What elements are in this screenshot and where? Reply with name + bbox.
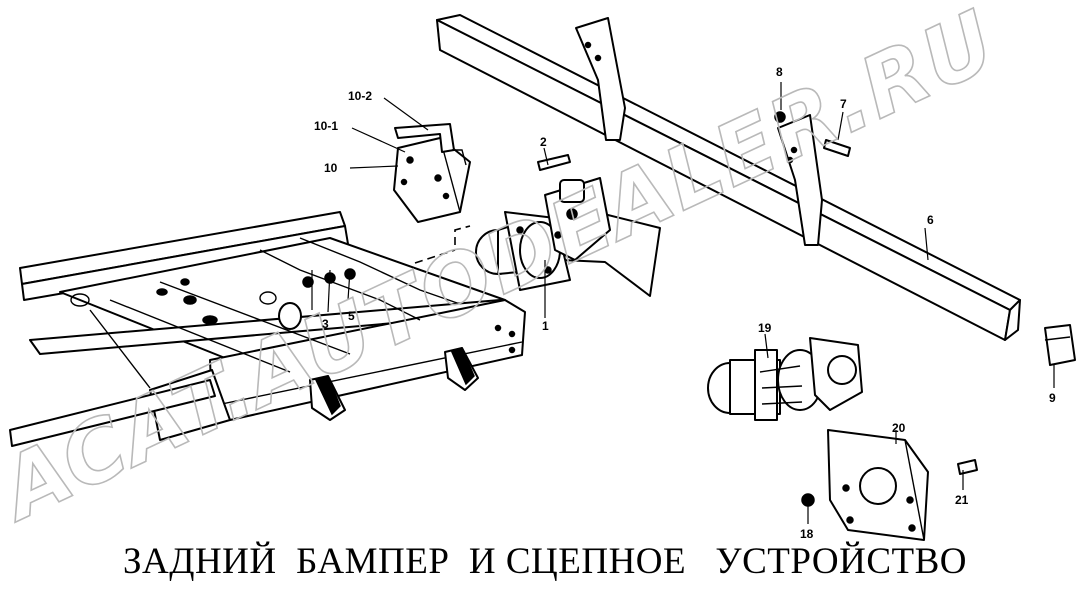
callout-2: 2 <box>540 135 547 149</box>
callout-10-2: 10-2 <box>348 89 372 103</box>
callout-1: 1 <box>542 319 549 333</box>
mounting-plate <box>827 429 929 541</box>
diagram-caption: ЗАДНИЙ БАМПЕР И СЦЕПНОЕ УСТРОЙСТВО <box>122 541 968 582</box>
callout-7: 7 <box>840 97 847 111</box>
callout-6: 6 <box>927 213 934 227</box>
callout-leaders <box>311 82 1055 524</box>
callout-20: 20 <box>892 421 906 435</box>
callout-3: 3 <box>322 317 329 331</box>
callout-10-1: 10-1 <box>314 119 338 133</box>
callout-8: 8 <box>776 65 783 79</box>
chassis-frame <box>9 211 526 447</box>
rear-bumper-beam <box>436 14 1021 341</box>
rope-hook-bracket <box>393 123 471 223</box>
callout-10: 10 <box>324 161 338 175</box>
rubber-bumper-pad <box>1044 324 1076 366</box>
callout-5: 5 <box>348 309 355 323</box>
callout-9: 9 <box>1049 391 1056 405</box>
callout-18: 18 <box>800 527 814 541</box>
towing-hitch-detail <box>707 337 863 421</box>
towing-hitch-assembly <box>414 177 661 297</box>
callout-21: 21 <box>955 493 969 507</box>
callout-19: 19 <box>758 321 772 335</box>
